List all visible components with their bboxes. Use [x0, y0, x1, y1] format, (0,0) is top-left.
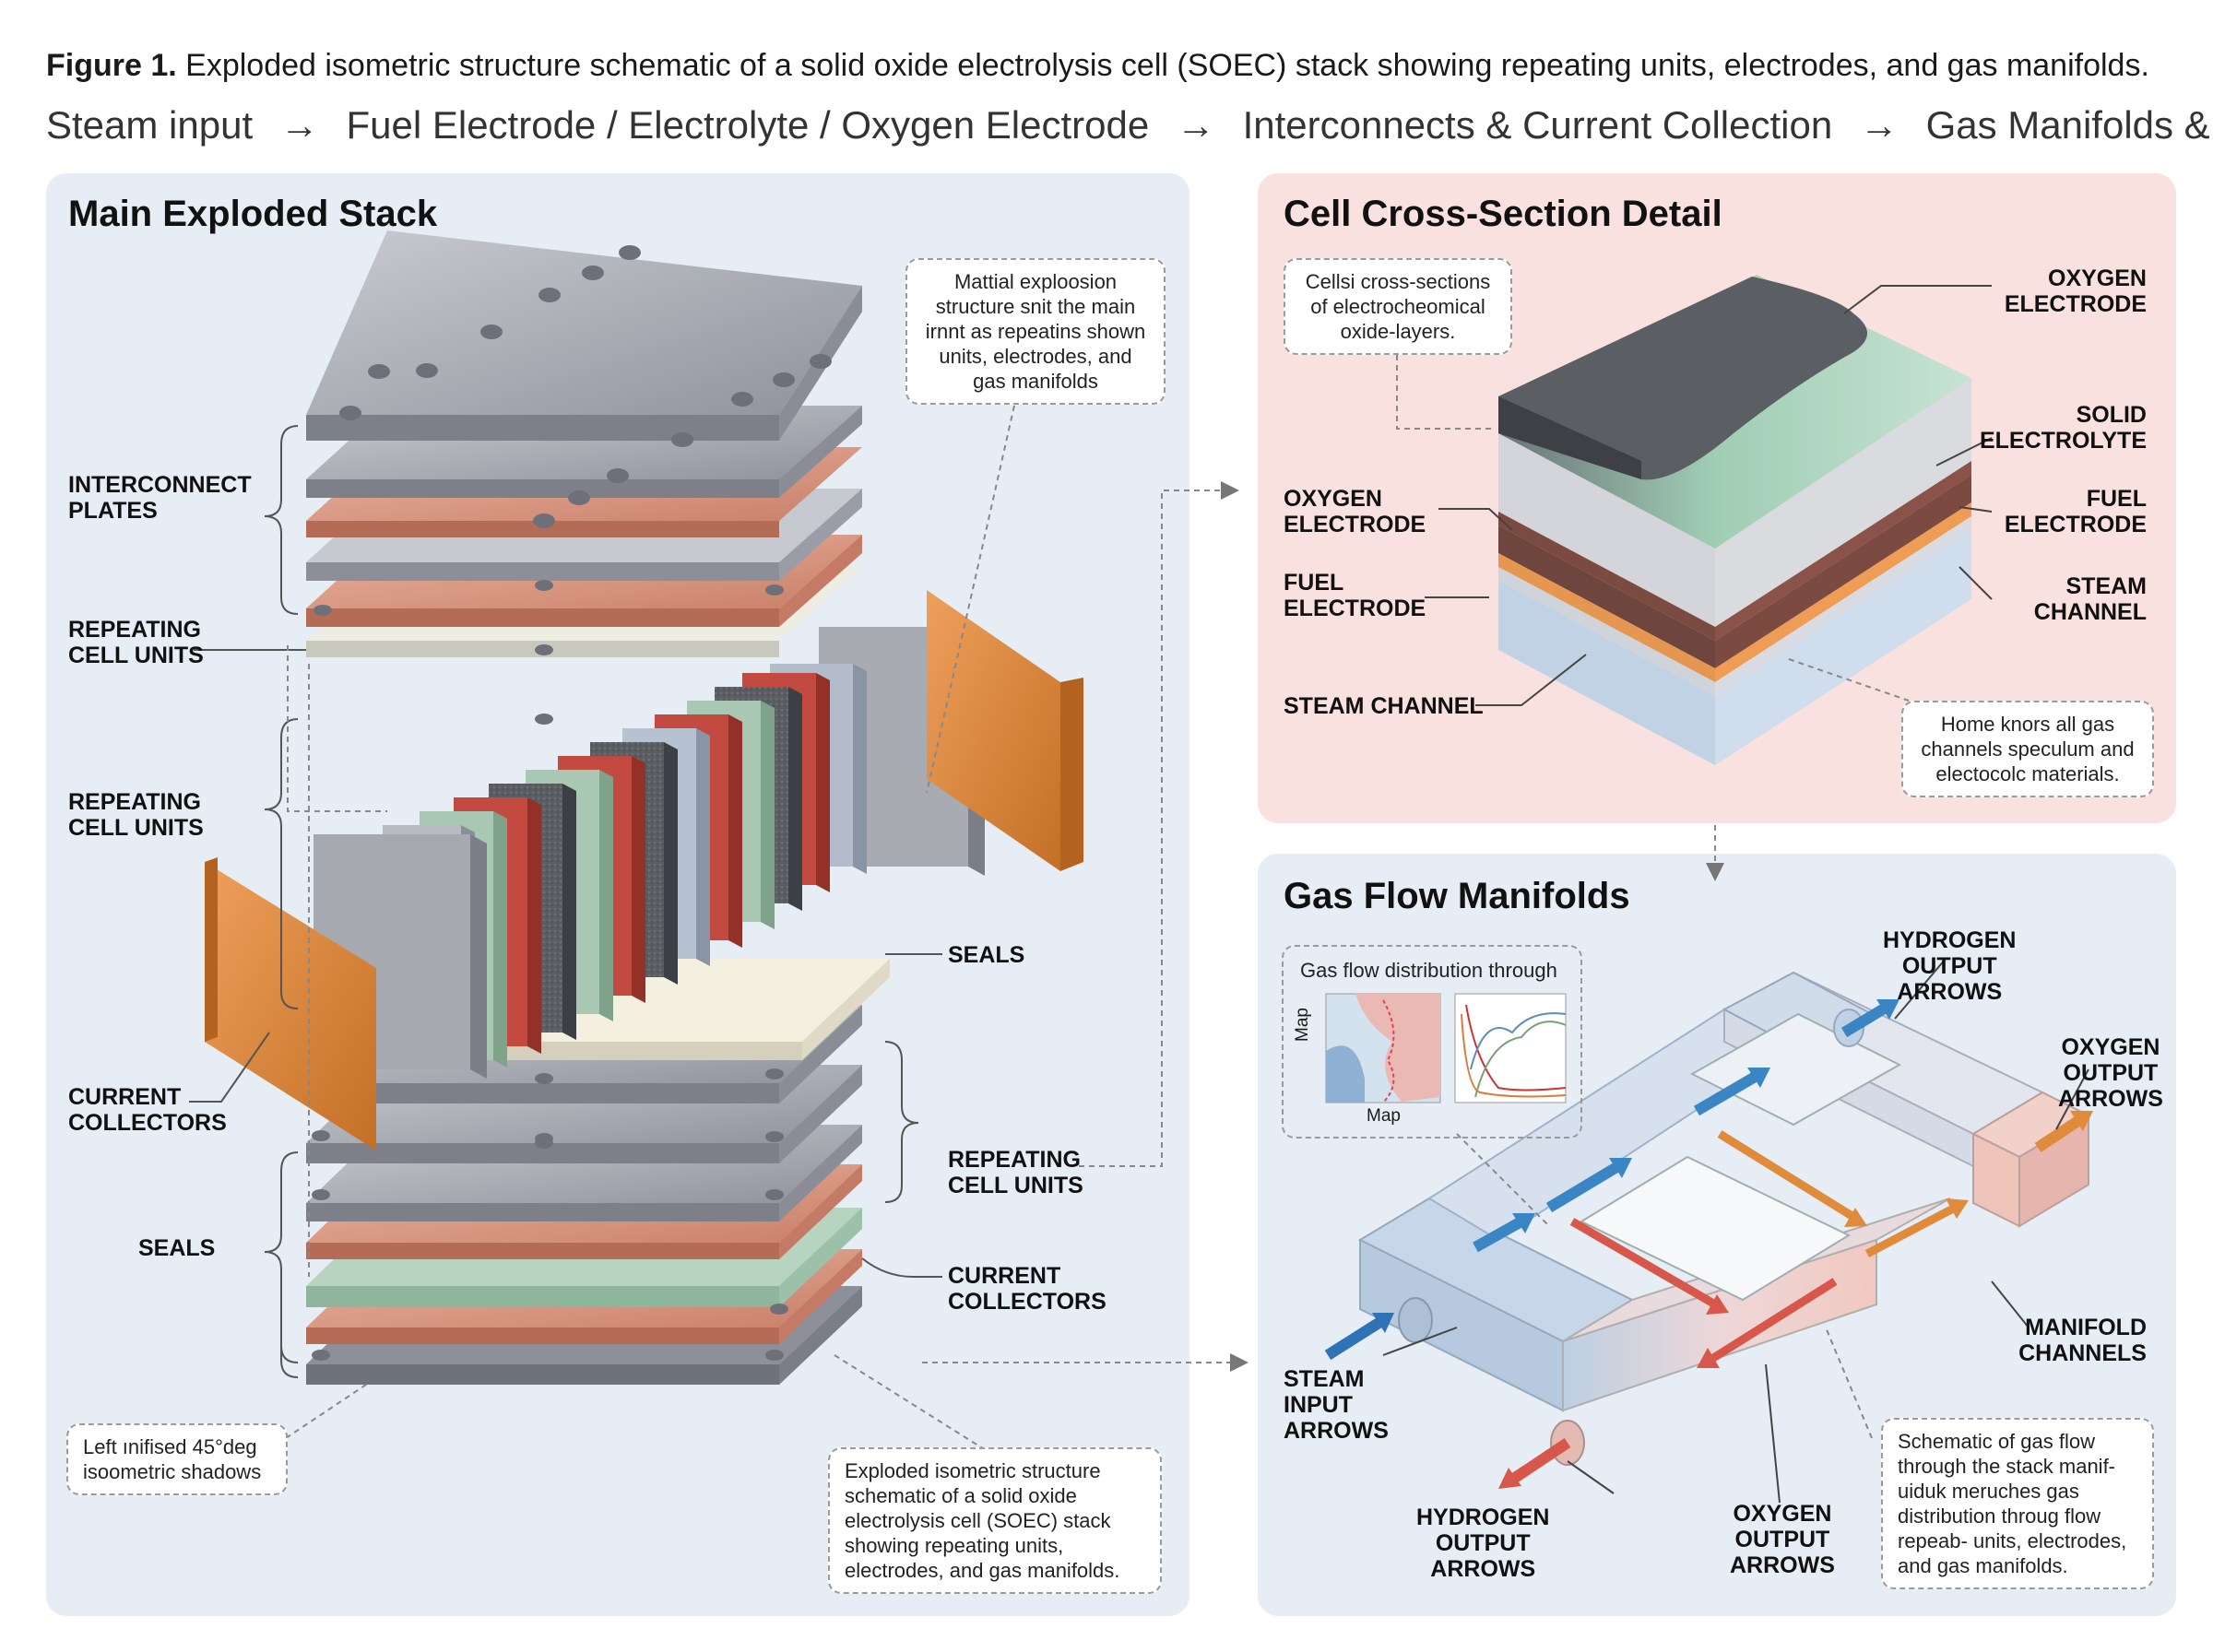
label-hydrogen-output-bottom: HYDROGEN OUTPUT ARROWS	[1416, 1504, 1550, 1582]
note-gas-inset: Gas flow distribution through	[1282, 945, 1582, 1139]
label-seals-left: SEALS	[138, 1235, 216, 1261]
cross-dashed-lines	[1788, 658, 1910, 702]
hydrogen-top-arrow	[1840, 999, 1899, 1038]
gas-panel-title: Gas Flow Manifolds	[1284, 876, 1630, 916]
inset-map	[1325, 993, 1441, 1103]
label-fuel-electrode-right: FUEL ELECTRODE	[2004, 486, 2147, 537]
label-repeating-cell-units-right: REPEATING CELL UNITS	[948, 1147, 1083, 1198]
flow-step-1: Steam input	[46, 103, 254, 147]
label-oxygen-electrode-right: OXYGEN ELECTRODE	[2004, 266, 2147, 317]
label-interconnect-plates: INTERCONNECT PLATES	[68, 472, 252, 524]
label-steam-input: STEAM INPUT ARROWS	[1284, 1366, 1389, 1444]
orange-arrow-2	[1864, 1198, 1969, 1257]
label-oxygen-electrode-left: OXYGEN ELECTRODE	[1284, 486, 1426, 537]
gas-dashed-lines	[1456, 1133, 1873, 1439]
flow-arrow-1: →	[279, 103, 319, 147]
flow-step-4: Gas Manifolds & Seals	[1925, 103, 2213, 147]
cross-leader-lines	[1425, 285, 1993, 706]
label-repeating-cell-units-2: REPEATING CELL UNITS	[68, 789, 204, 841]
manifold-frame	[1357, 971, 2091, 1466]
hydrogen-bottom-arrow	[1498, 1438, 1571, 1489]
main-panel-title: Main Exploded Stack	[68, 194, 438, 234]
label-hydrogen-output-top: HYDROGEN OUTPUT ARROWS	[1883, 927, 2017, 1005]
red-arrow-1	[1569, 1218, 1729, 1315]
right-current-collector	[927, 590, 1083, 871]
main-dashed-lines	[285, 355, 1724, 1457]
label-steam-channel-right: STEAM CHANNEL	[2033, 573, 2147, 625]
note-main-top: Mattial exploosion structure snit the ma…	[905, 258, 1166, 405]
flow-arrow-3: →	[1859, 103, 1899, 147]
upper-bolt-holes	[314, 245, 832, 1149]
flow-step-2: Fuel Electrode / Electrolyte / Oxygen El…	[346, 103, 1150, 147]
blue-arrow-1	[1473, 1213, 1535, 1253]
inset-line-plot	[1454, 993, 1567, 1103]
label-current-collectors-right: CURRENT COLLECTORS	[948, 1263, 1106, 1315]
process-flow: Steam input → Fuel Electrode / Electroly…	[46, 103, 2213, 148]
flow-step-3: Interconnects & Current Collection	[1242, 103, 1833, 147]
steam-input-arrow	[1324, 1313, 1394, 1361]
note-main-bottom-right: Exploded isometric structure schematic o…	[828, 1447, 1162, 1594]
inset-map-axis: Map	[1293, 1008, 1312, 1042]
figure-caption: Figure 1. Exploded isometric structure s…	[46, 48, 2149, 84]
label-seals-right: SEALS	[948, 942, 1025, 968]
flow-arrow-2: →	[1176, 103, 1215, 147]
oxygen-top-arrow	[2034, 1111, 2093, 1152]
orange-arrow-1	[1717, 1130, 1867, 1227]
label-oxygen-output-bottom: OXYGEN OUTPUT ARROWS	[1730, 1501, 1835, 1578]
flow-arrows	[1324, 999, 2093, 1489]
label-current-collectors-left: CURRENT COLLECTORS	[68, 1084, 227, 1136]
inset-map-label: Map	[1367, 1106, 1401, 1126]
inset-title: Gas flow distribution through	[1300, 959, 1557, 982]
note-cross-top: Cellsi cross-sections of electrocheomica…	[1284, 258, 1512, 355]
top-end-plate	[306, 230, 862, 441]
label-manifold-channels: MANIFOLD CHANNELS	[2018, 1315, 2147, 1366]
blue-arrow-2	[1545, 1158, 1632, 1213]
blue-arrow-3	[1693, 1068, 1770, 1116]
label-solid-electrolyte: SOLID ELECTROLYTE	[1979, 402, 2147, 454]
label-steam-channel-left: STEAM CHANNEL	[1284, 693, 1484, 719]
label-fuel-electrode-left: FUEL ELECTRODE	[1284, 570, 1426, 621]
cross-section-block	[1498, 275, 1971, 765]
cross-panel-title: Cell Cross-Section Detail	[1284, 194, 1722, 234]
label-repeating-cell-units-1: REPEATING CELL UNITS	[68, 617, 204, 668]
left-current-collector	[205, 857, 376, 1150]
red-arrow-2	[1697, 1278, 1838, 1368]
note-cross-bottom: Home knors all gas channels speculum and…	[1901, 701, 2154, 797]
label-oxygen-output-top: OXYGEN OUTPUT ARROWS	[2058, 1034, 2163, 1112]
caption-text: Exploded isometric structure schematic o…	[185, 48, 2149, 83]
figure-label: Figure 1.	[46, 48, 177, 83]
note-gas-bottom: Schematic of gas flow through the stack …	[1881, 1418, 2154, 1589]
note-main-bottom-left: Left ınifised 45°deg isoometric shadows	[66, 1423, 288, 1495]
gas-leader-lines	[1382, 958, 2089, 1504]
